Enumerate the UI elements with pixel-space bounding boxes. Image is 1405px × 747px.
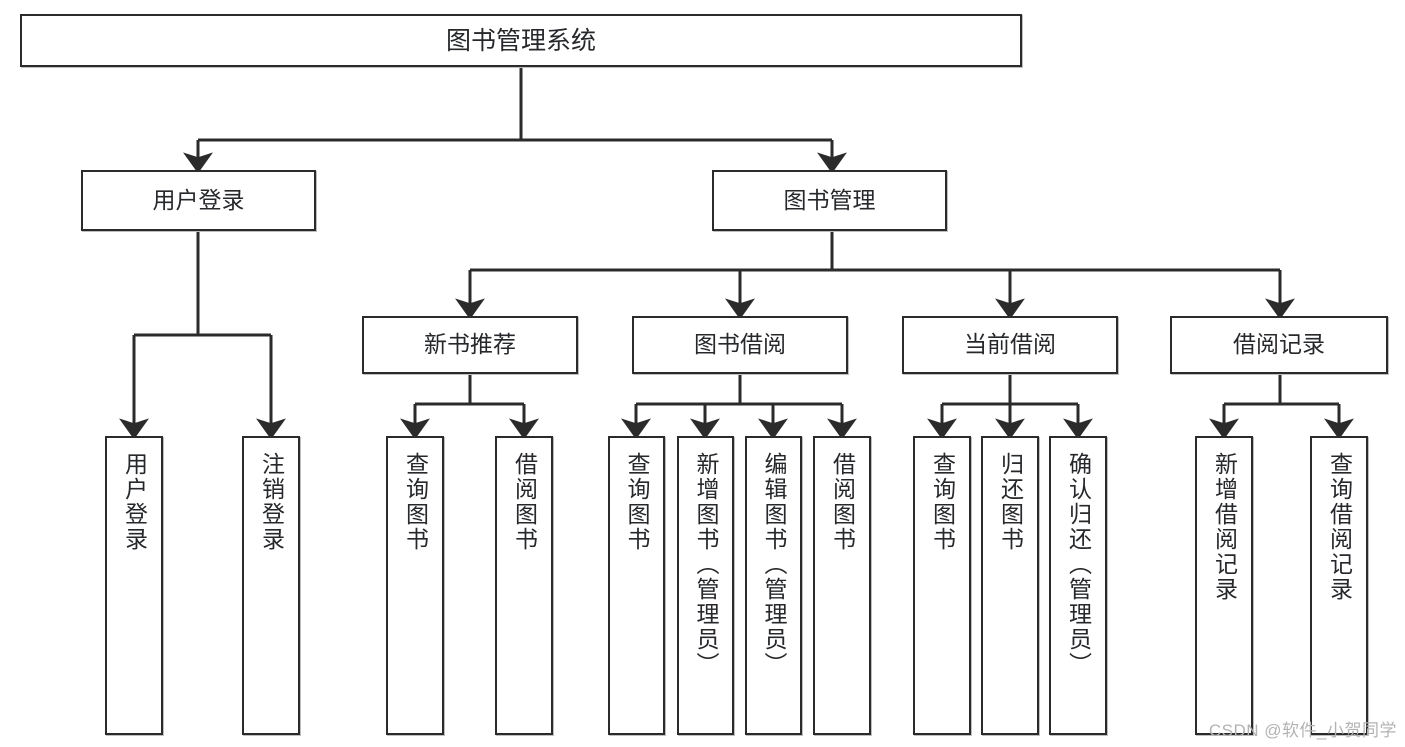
node-user-login-label: 用户登录 <box>152 186 245 213</box>
node-leaf-query-book-3[interactable]: 查询图书 <box>913 436 971 735</box>
node-leaf-query-borrow-record[interactable]: 查询借阅记录 <box>1310 436 1368 735</box>
node-leaf-add-book-admin-label: 新增图书（管理员） <box>693 452 719 677</box>
node-leaf-confirm-return-admin-label: 确认归还（管理员） <box>1065 452 1092 677</box>
node-book-manage-label: 图书管理 <box>783 186 876 213</box>
node-leaf-borrow-book-2[interactable]: 借阅图书 <box>813 436 871 735</box>
node-book-borrow[interactable]: 图书借阅 <box>632 316 848 374</box>
node-leaf-user-logout[interactable]: 注销登录 <box>242 436 300 735</box>
node-borrow-record[interactable]: 借阅记录 <box>1170 316 1388 374</box>
node-current-borrow-label: 当前借阅 <box>964 331 1056 358</box>
node-leaf-query-book-1-label: 查询图书 <box>402 452 429 552</box>
node-leaf-query-borrow-record-label: 查询借阅记录 <box>1326 452 1353 602</box>
node-leaf-user-login-label: 用户登录 <box>121 452 148 552</box>
node-new-book-recommend-label: 新书推荐 <box>424 331 516 358</box>
node-current-borrow[interactable]: 当前借阅 <box>902 316 1118 374</box>
node-leaf-user-logout-label: 注销登录 <box>258 452 285 552</box>
node-leaf-borrow-book-1-label: 借阅图书 <box>511 452 538 552</box>
node-root-label: 图书管理系统 <box>445 26 596 55</box>
node-borrow-record-label: 借阅记录 <box>1233 331 1325 358</box>
node-leaf-return-book-label: 归还图书 <box>997 452 1024 552</box>
node-leaf-user-login[interactable]: 用户登录 <box>105 436 163 735</box>
node-book-manage[interactable]: 图书管理 <box>712 170 947 231</box>
node-leaf-confirm-return-admin[interactable]: 确认归还（管理员） <box>1049 436 1107 735</box>
node-leaf-add-book-admin[interactable]: 新增图书（管理员） <box>677 436 734 735</box>
node-leaf-add-borrow-record-label: 新增借阅记录 <box>1211 452 1238 602</box>
node-leaf-query-book-2[interactable]: 查询图书 <box>608 436 665 735</box>
node-user-login[interactable]: 用户登录 <box>81 170 316 231</box>
node-leaf-return-book[interactable]: 归还图书 <box>981 436 1039 735</box>
csdn-watermark: CSDN @软件_小贺同学 <box>1208 721 1397 740</box>
node-leaf-query-book-1[interactable]: 查询图书 <box>386 436 444 735</box>
node-leaf-query-book-2-label: 查询图书 <box>624 452 650 552</box>
node-leaf-borrow-book-1[interactable]: 借阅图书 <box>495 436 553 735</box>
node-leaf-edit-book-admin[interactable]: 编辑图书（管理员） <box>745 436 802 735</box>
node-book-borrow-label: 图书借阅 <box>694 331 786 358</box>
node-leaf-edit-book-admin-label: 编辑图书（管理员） <box>761 452 787 677</box>
node-leaf-borrow-book-2-label: 借阅图书 <box>829 452 856 552</box>
node-root-book-management-system[interactable]: 图书管理系统 <box>20 14 1022 67</box>
node-leaf-add-borrow-record[interactable]: 新增借阅记录 <box>1195 436 1253 735</box>
node-leaf-query-book-3-label: 查询图书 <box>929 452 956 552</box>
node-new-book-recommend[interactable]: 新书推荐 <box>362 316 578 374</box>
